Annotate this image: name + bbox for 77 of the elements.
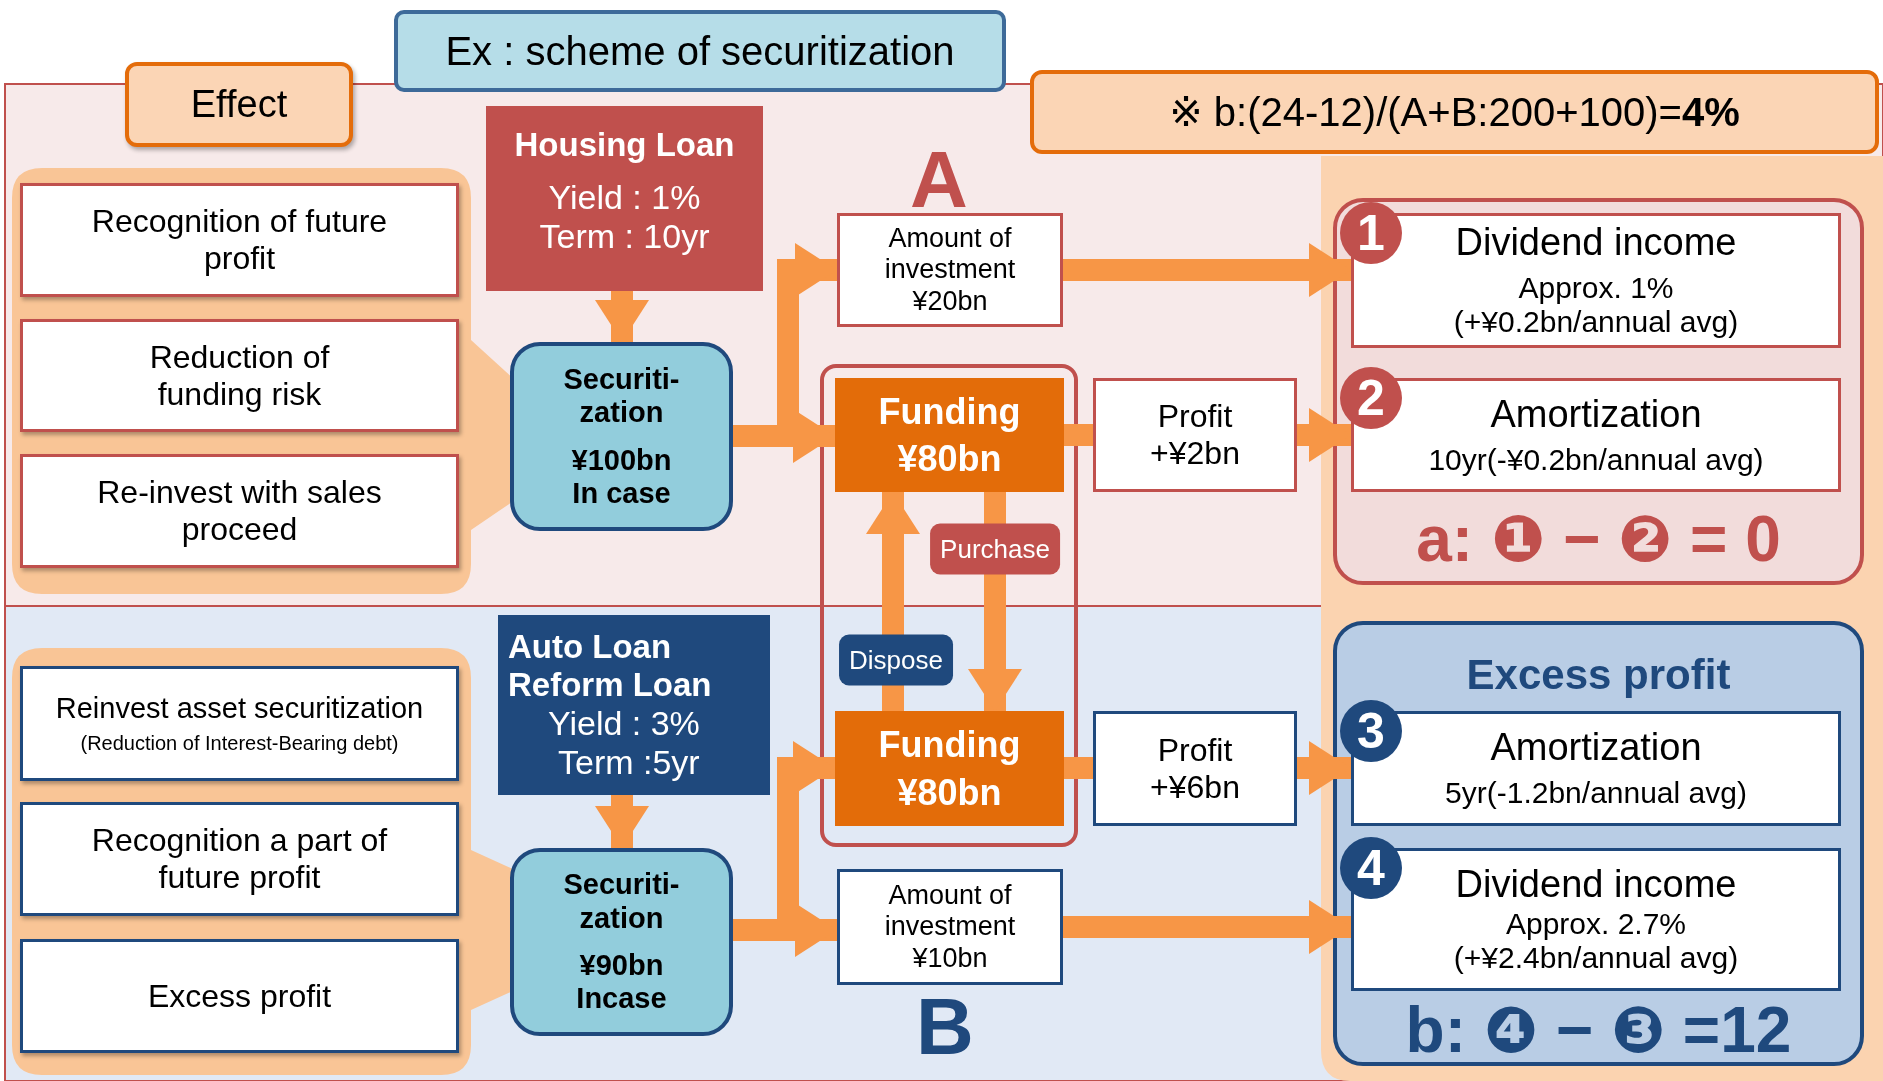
flow-arrow — [595, 291, 649, 342]
node-heading: Profit — [1157, 398, 1233, 435]
loan-detail: Term :5yr — [558, 742, 700, 783]
loan-detail: Yield : 3% — [548, 703, 700, 743]
effect-text: Reinvest asset securitization — [55, 692, 424, 726]
loan-title: Auto Loan Reform Loan — [508, 627, 713, 704]
amount-text: ¥100bn In case — [570, 443, 673, 511]
flow-arrow — [1063, 243, 1351, 297]
result-detail: (+¥0.2bn/annual avg) — [1453, 305, 1739, 340]
amount-text: +¥6bn — [1150, 768, 1240, 806]
amount-text: ¥90bn Incase — [575, 949, 668, 1016]
loan-box — [498, 615, 770, 795]
node-heading: Securiti- zation — [562, 868, 681, 935]
effect-box — [20, 666, 459, 781]
formula-text: b: ❹ − ❸ =12 — [1404, 994, 1793, 1068]
loan-detail: Yield : 1% — [548, 178, 701, 218]
number-badge: 2 — [1340, 367, 1402, 429]
effect-note: (Reduction of Interest-Bearing debt) — [80, 731, 399, 755]
effect-box — [20, 454, 459, 568]
profit-box — [1093, 378, 1297, 492]
amount-text: ¥80bn — [897, 771, 1002, 813]
effect-box — [20, 183, 459, 297]
effect-box — [125, 62, 353, 147]
profit-box — [1093, 711, 1297, 826]
number-badge: 3 — [1340, 700, 1402, 762]
node-heading: Funding — [878, 724, 1021, 766]
number-badge: 4 — [1340, 837, 1402, 899]
section-letter: A — [910, 140, 968, 220]
formula-note: ※ b:(24-12)/(A+B:200+100)=4% — [1169, 89, 1740, 135]
effect-box — [20, 802, 459, 916]
effect-text: Re-invest with sales proceed — [96, 474, 383, 548]
note-box — [1030, 70, 1879, 154]
edge-label: Dispose — [839, 634, 953, 686]
result-detail: 10yr(-¥0.2bn/annual avg) — [1428, 442, 1764, 478]
amount-text: +¥2bn — [1150, 435, 1240, 472]
result-detail: Approx. 1% — [1518, 270, 1674, 306]
funding-box — [835, 711, 1064, 826]
result-heading: Amortization — [1490, 726, 1702, 771]
flow-arrow — [595, 795, 649, 848]
edge-label: Purchase — [930, 523, 1060, 575]
result-detail: Approx. 2.7% — [1505, 906, 1687, 942]
investment-box — [837, 869, 1063, 985]
effect-text: Recognition of future profit — [90, 203, 389, 277]
result-detail: 5yr(-1.2bn/annual avg) — [1445, 776, 1747, 811]
investment-text: Amount of investment ¥20bn — [883, 223, 1017, 317]
result-detail: (+¥2.4bn/annual avg) — [1453, 941, 1739, 976]
result-heading: Dividend income — [1455, 221, 1737, 265]
funding-box — [835, 378, 1064, 492]
loan-detail: Term : 10yr — [539, 217, 710, 257]
result-panel — [1333, 621, 1864, 1066]
amount-text: ¥80bn — [897, 438, 1002, 480]
node-heading: Profit — [1157, 731, 1233, 769]
result-heading: Amortization — [1490, 392, 1702, 437]
loan-title: Housing Loan — [514, 126, 735, 165]
formula-text: a: ❶ − ❷ = 0 — [1415, 503, 1782, 577]
number-badge: 1 — [1340, 202, 1402, 264]
securitization-box — [510, 848, 733, 1036]
securitization-box — [510, 342, 733, 531]
effect-text: Excess profit — [147, 977, 332, 1015]
effect-box — [20, 939, 459, 1053]
effect-text: Reduction of funding risk — [148, 338, 331, 413]
node-heading: Funding — [878, 390, 1021, 432]
flow-arrow — [1297, 741, 1351, 795]
node-heading: Effect — [190, 82, 288, 127]
effect-text: Recognition a part of future profit — [90, 822, 389, 896]
effect-box — [20, 319, 459, 432]
flow-arrow — [1063, 900, 1351, 954]
node-heading: Securiti- zation — [562, 362, 681, 430]
flow-arrow — [1297, 408, 1351, 462]
result-heading: Dividend income — [1455, 863, 1737, 907]
diagram-title: Ex : scheme of securitization — [394, 10, 1006, 92]
investment-text: Amount of investment ¥10bn — [883, 880, 1017, 974]
loan-box — [486, 106, 763, 291]
panel-heading: Excess profit — [1465, 651, 1732, 700]
result-panel — [1333, 198, 1864, 585]
investment-box — [837, 213, 1063, 327]
section-letter: B — [916, 987, 974, 1067]
